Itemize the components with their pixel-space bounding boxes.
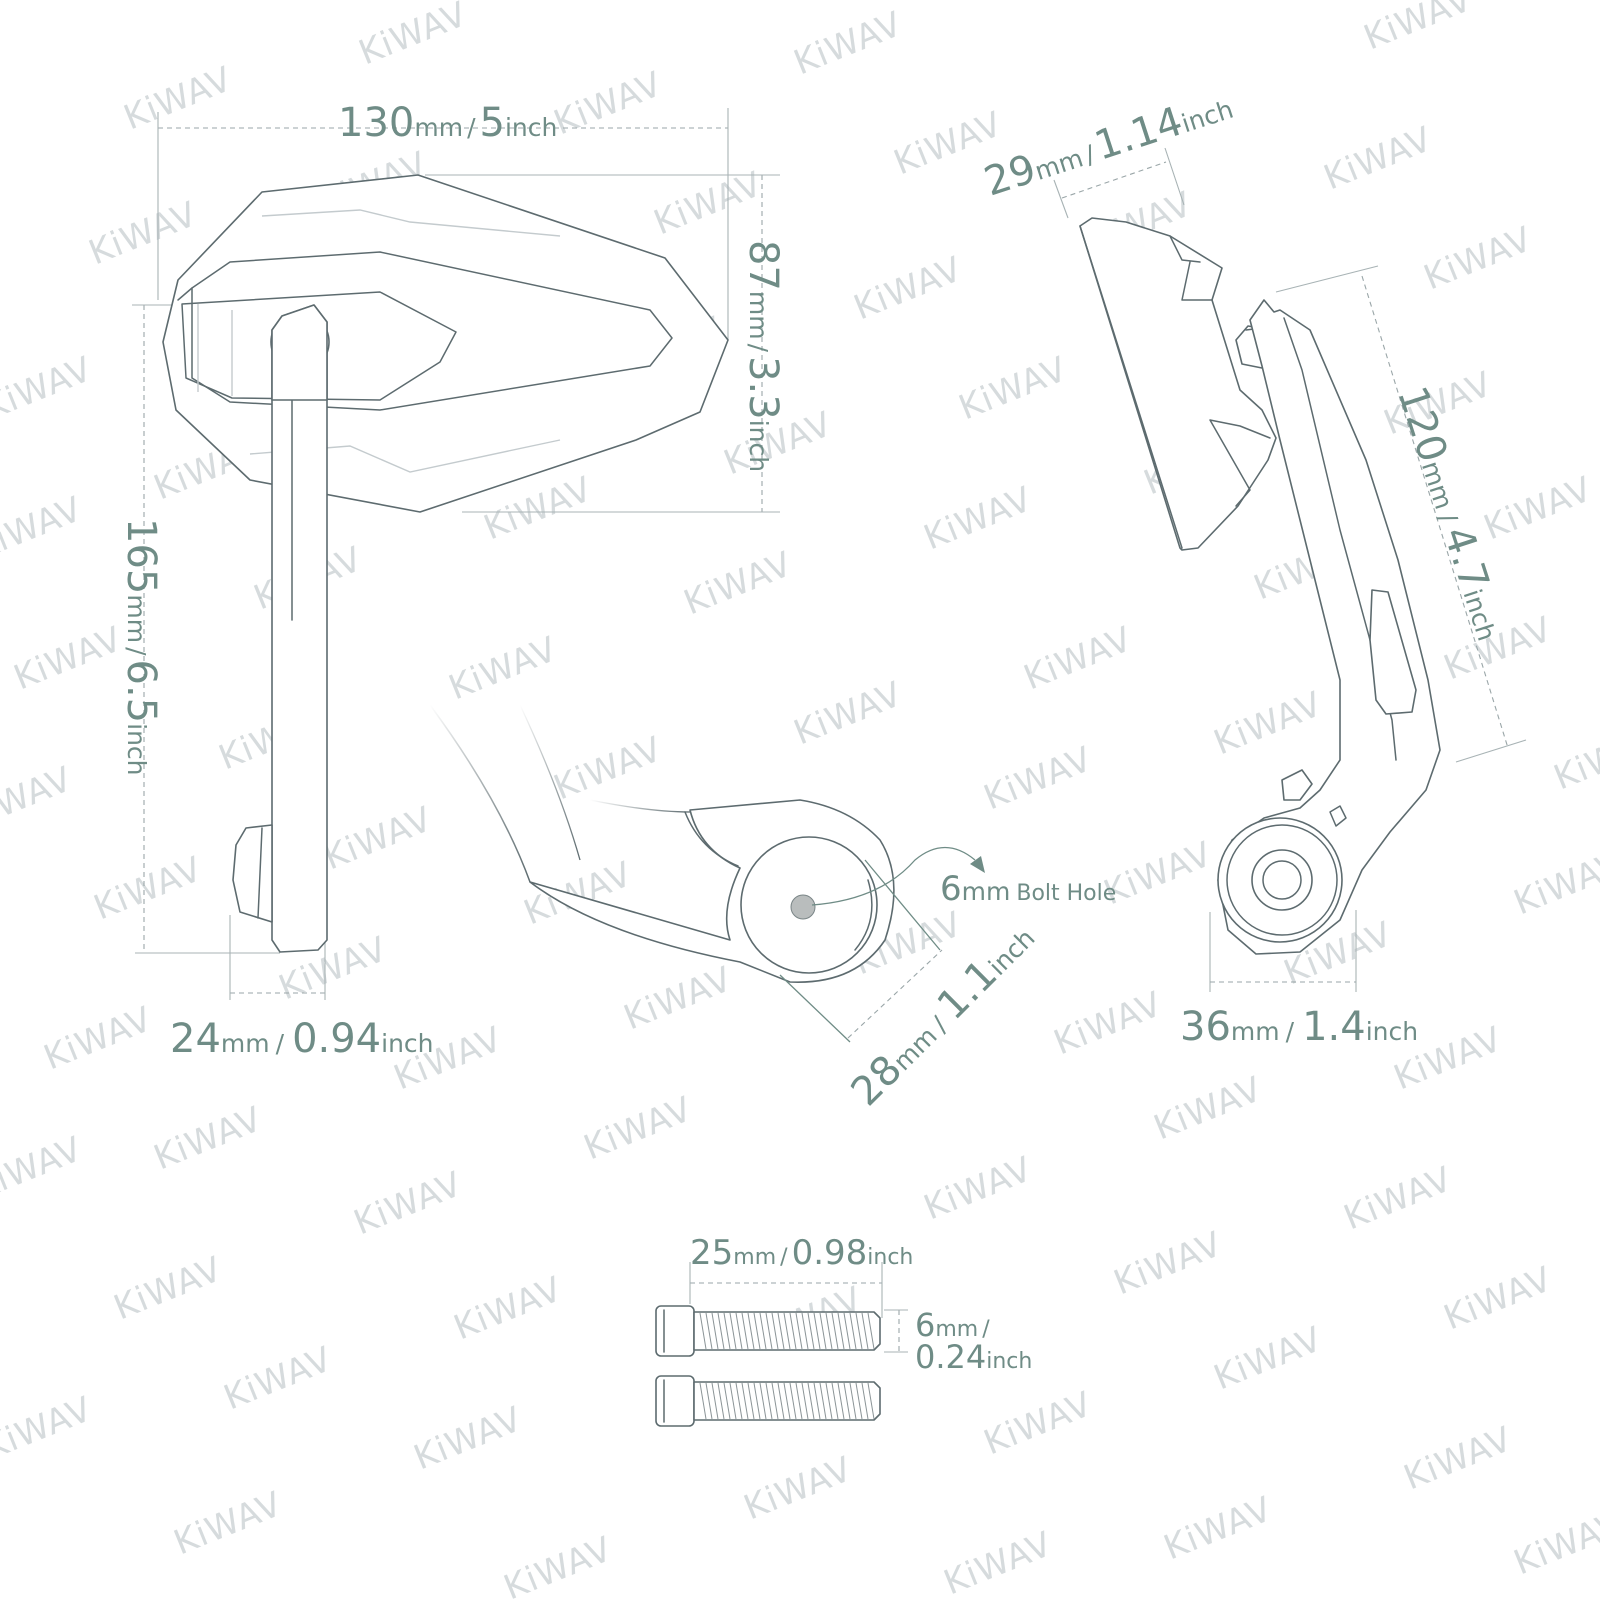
- watermark-text: KiWAV: [348, 1164, 468, 1243]
- watermark-text: KiWAV: [118, 59, 238, 138]
- watermark-text: KiWAV: [498, 1529, 618, 1600]
- dim-bolt-diameter-inch: 0.24inch: [915, 1338, 1032, 1376]
- watermark-text: KiWAV: [1358, 0, 1478, 58]
- watermark-text: KiWAV: [953, 349, 1073, 428]
- watermark-text: KiWAV: [318, 799, 438, 878]
- side-tab: [1281, 769, 1313, 801]
- watermark-text: KiWAV: [1098, 834, 1218, 913]
- watermark-text: KiWAV: [0, 1129, 88, 1208]
- bolt-hole-leader: [811, 847, 976, 906]
- watermark-text: KiWAV: [1438, 609, 1558, 688]
- arrow-head-icon: [970, 856, 985, 873]
- watermark-text: KiWAV: [578, 1089, 698, 1168]
- watermark-text: KiWAV: [218, 1339, 338, 1418]
- watermark-text: KiWAV: [978, 1384, 1098, 1463]
- watermark-text: KiWAV: [548, 64, 668, 143]
- front-view: 130mm/5inch 87mm/3.3inch 165mm/6.5inch 2…: [118, 100, 786, 1062]
- watermark-text: KiWAV: [108, 1249, 228, 1328]
- bolt: [655, 1375, 881, 1427]
- watermark-text: KiWAV: [1158, 1489, 1278, 1568]
- watermark-text: KiWAV: [738, 1449, 858, 1528]
- watermark-text: KiWAV: [1018, 619, 1138, 698]
- watermark-text: KiWAV: [848, 249, 968, 328]
- dim-total-height: 165mm/6.5inch: [118, 518, 164, 776]
- side-mirror-plate: [1079, 217, 1277, 551]
- bolt: [655, 1305, 881, 1357]
- dim-arm-width: 24mm/0.94inch: [170, 1016, 434, 1062]
- watermark-text: KiWAV: [1318, 119, 1438, 198]
- dim-bolt-diameter: 6mm/: [915, 1306, 990, 1344]
- watermark-text: KiWAV: [1398, 1419, 1518, 1498]
- watermark-text: KiWAV: [548, 729, 668, 808]
- watermark-text: KiWAV: [1508, 1504, 1600, 1583]
- watermark-text: KiWAV: [1548, 719, 1600, 798]
- dim-bolt-length: 25mm/0.98inch: [690, 1233, 913, 1273]
- watermark-text: KiWAV: [648, 164, 768, 243]
- watermark-text: KiWAV: [0, 759, 78, 838]
- watermark-text: KiWAV: [1478, 469, 1598, 548]
- watermark-text: KiWAV: [1208, 1319, 1328, 1398]
- watermark-text: KiWAV: [1508, 844, 1600, 923]
- watermark-text: KiWAV: [83, 194, 203, 273]
- watermark-text: KiWAV: [1438, 1259, 1558, 1338]
- bolts-view: 25mm/0.98inch 6mm/ 0.24inch: [655, 1233, 1032, 1427]
- watermark-text: KiWAV: [0, 1389, 98, 1468]
- arm-slot: [1369, 589, 1417, 715]
- watermark-text: KiWAV: [1418, 219, 1538, 298]
- watermark-text: KiWAV: [1208, 684, 1328, 763]
- watermark-text: KiWAV: [1338, 1159, 1458, 1238]
- watermark-text: KiWAV: [918, 1149, 1038, 1228]
- dim-side-mount: 36mm/1.4inch: [1180, 1004, 1418, 1050]
- watermark-text: KiWAV: [88, 849, 208, 928]
- watermark-text: KiWAV: [408, 1399, 528, 1478]
- dim-mirror-height: 87mm/3.3inch: [740, 240, 786, 472]
- watermark-text: KiWAV: [148, 1099, 268, 1178]
- watermark-text: KiWAV: [788, 674, 908, 753]
- watermark-text: KiWAV: [8, 619, 128, 698]
- bar-end-knob: [232, 824, 273, 923]
- mirror-arm: [271, 304, 328, 953]
- side-arm: [1217, 299, 1441, 955]
- watermark-text: KiWAV: [0, 489, 88, 568]
- watermark-text: KiWAV: [678, 544, 798, 623]
- side-view: 29mm/1.14inch 120mm/4.7inch 36mm/1.4inch: [979, 82, 1527, 1050]
- watermark-text: KiWAV: [443, 629, 563, 708]
- watermark-text: KiWAV: [978, 739, 1098, 818]
- dim-mirror-depth: 29mm/1.14inch: [979, 82, 1238, 205]
- dim-mirror-width: 130mm/5inch: [338, 100, 557, 146]
- watermark-text: KiWAV: [168, 1484, 288, 1563]
- watermark-text: KiWAV: [938, 1524, 1058, 1600]
- watermark-text: KiWAV: [1108, 1224, 1228, 1303]
- bolt-hole: [790, 894, 816, 920]
- watermark-text: KiWAV: [353, 0, 473, 73]
- watermark-text: KiWAV: [788, 4, 908, 83]
- watermark-text: KiWAV: [918, 479, 1038, 558]
- watermark-text: KiWAV: [448, 1269, 568, 1348]
- watermark-text: KiWAV: [0, 349, 98, 428]
- watermark-text: KiWAV: [38, 999, 158, 1078]
- watermark-text: KiWAV: [1048, 984, 1168, 1063]
- watermark-text: KiWAV: [618, 959, 738, 1038]
- watermark-text: KiWAV: [1148, 1069, 1268, 1148]
